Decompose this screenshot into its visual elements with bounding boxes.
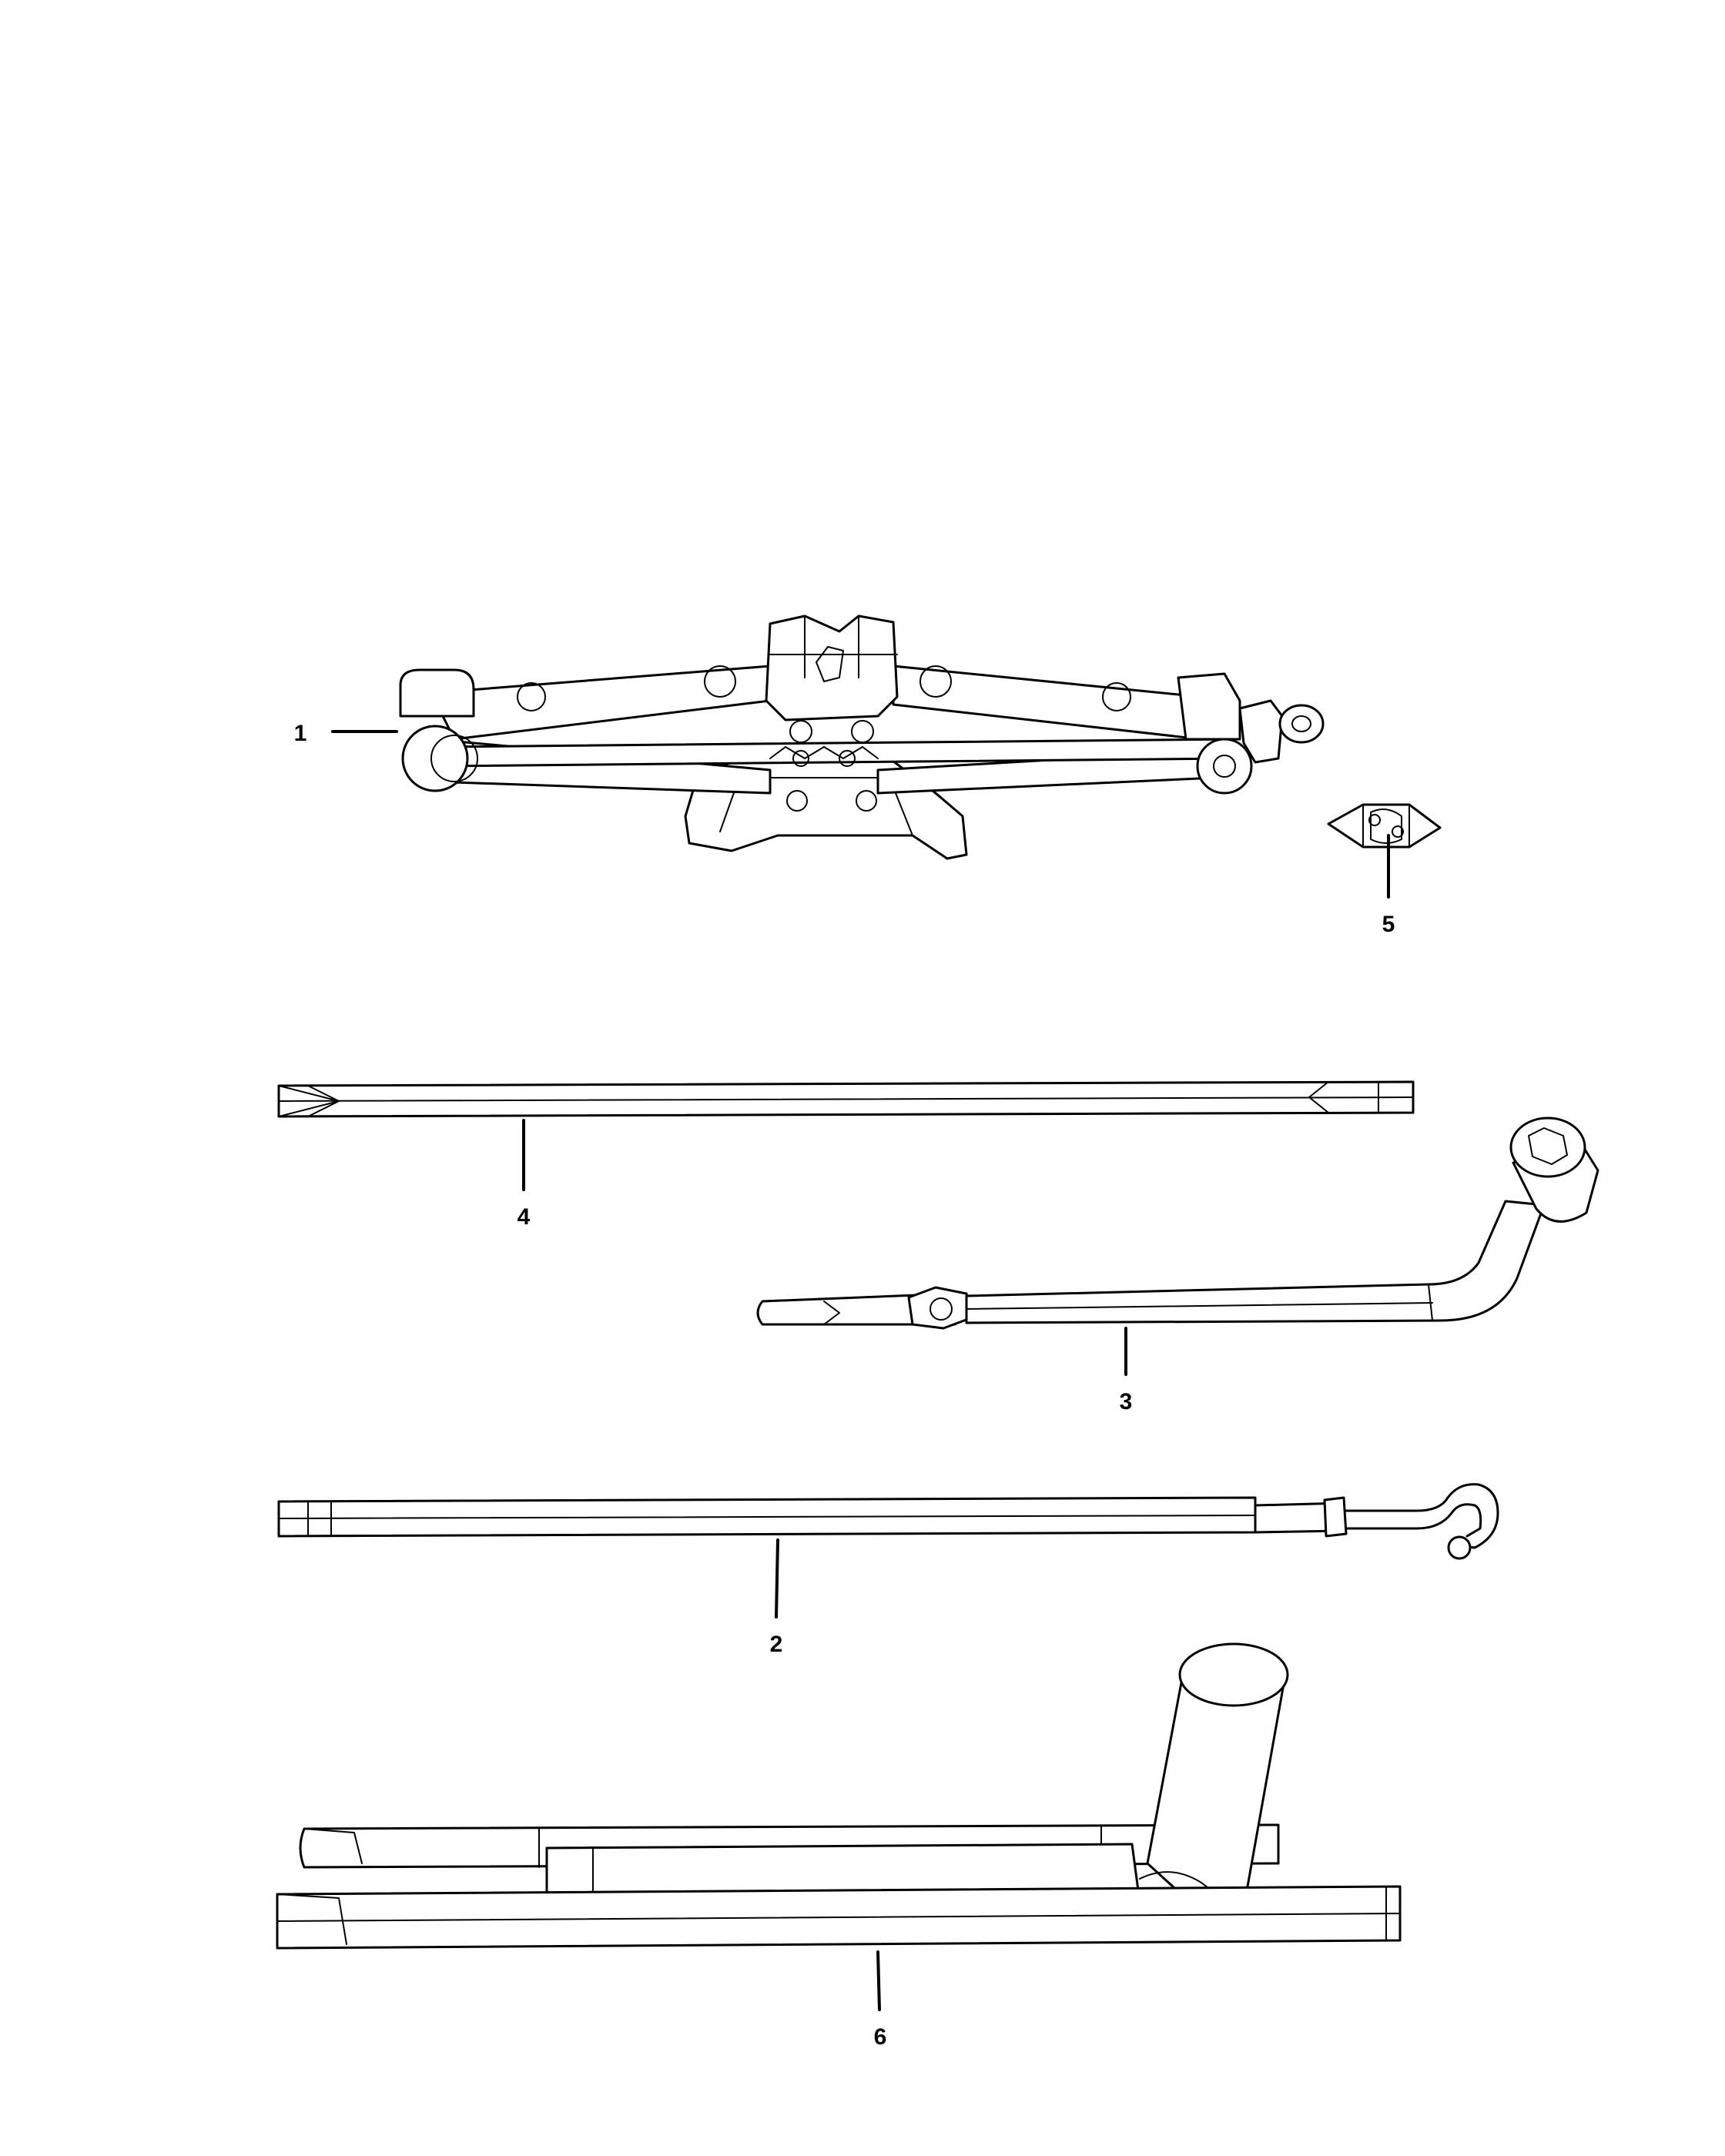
callout-5: 5 (1382, 912, 1395, 937)
wheel-wrench-set-drawing (276, 1642, 1402, 1950)
callout-4: 4 (518, 1204, 531, 1230)
leader-2 (775, 1538, 779, 1619)
callout-6: 6 (874, 2024, 887, 2050)
hook-rod-drawing (277, 1483, 1499, 1560)
lug-wrench-drawing (756, 1116, 1599, 1330)
scissor-jack-drawing (399, 614, 1325, 860)
leader-6 (876, 1950, 881, 2011)
callout-2: 2 (770, 1632, 783, 1657)
extension-bar-drawing (277, 1080, 1415, 1118)
jack-handle-adapter-drawing (1327, 803, 1442, 849)
callout-1: 1 (294, 721, 307, 746)
callout-3: 3 (1120, 1389, 1133, 1414)
